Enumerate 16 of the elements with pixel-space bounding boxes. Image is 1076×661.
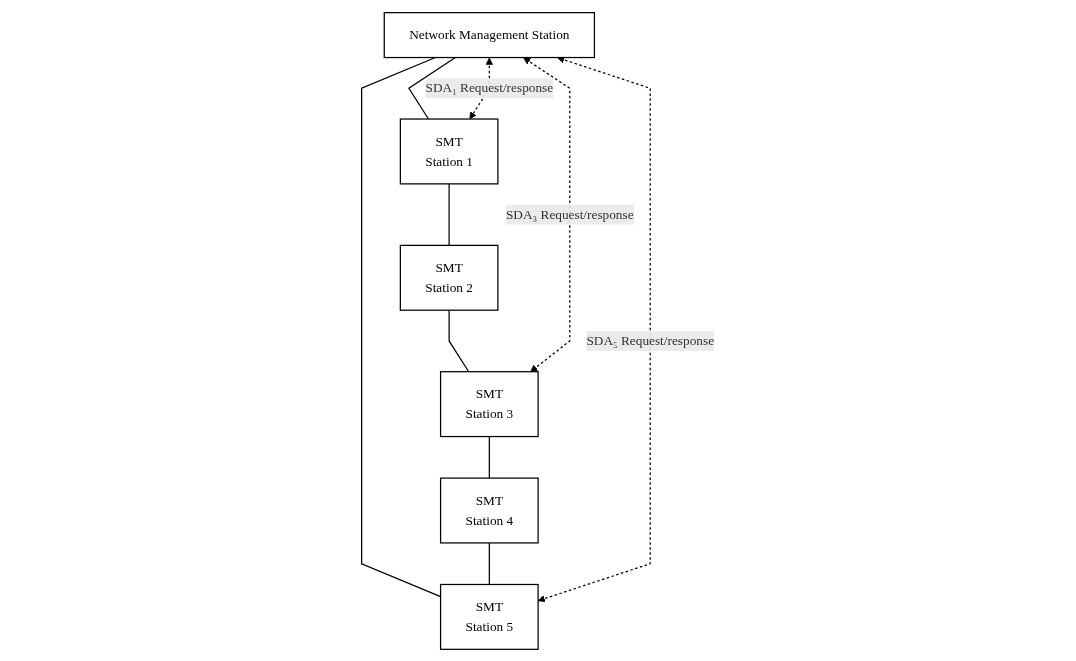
edge-label: SDA₃ Request/response xyxy=(506,206,634,221)
connector xyxy=(408,56,457,120)
connector xyxy=(488,541,491,585)
node-box: SMT Station 4 xyxy=(440,477,539,544)
node-box: SMT Station 1 xyxy=(399,117,499,184)
connector xyxy=(448,309,470,372)
node-box: SMT Station 2 xyxy=(399,244,499,311)
arrow xyxy=(523,56,571,372)
node-box: SMT Station 5 xyxy=(440,583,539,650)
node-box: Network Management Station xyxy=(383,11,596,58)
edge-label: SDA₅ Request/response xyxy=(586,332,715,348)
connector xyxy=(448,182,450,246)
edge-label: SDA₁ Request/response xyxy=(425,80,554,95)
node-box: SMT Station 3 xyxy=(440,370,539,437)
connector xyxy=(488,435,491,479)
arrow xyxy=(469,57,494,119)
